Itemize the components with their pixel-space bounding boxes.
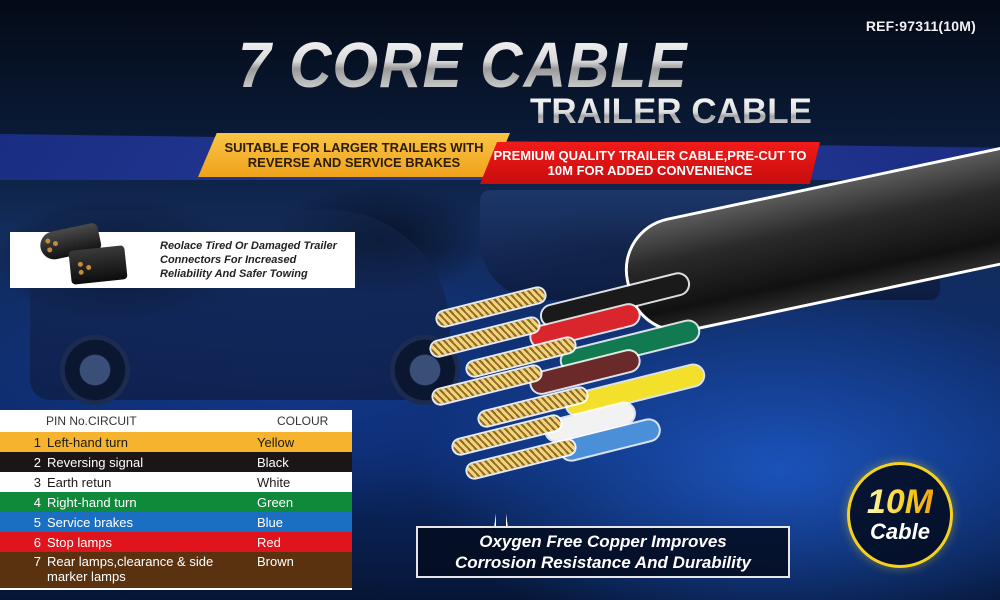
callout-line: Oxygen Free Copper Improves [479,532,727,551]
table-row: 4 Right-hand turn Green [0,492,352,512]
badge-length: 10M [866,483,934,521]
table-row: 3 Earth retun White [0,472,352,492]
feature-banner-red: PREMIUM QUALITY TRAILER CABLE,PRE-CUT TO… [480,142,820,184]
headline-title: 7 CORE CABLE [238,29,688,101]
trailer-connector-icon [10,222,130,288]
callout-pointer [494,482,508,528]
wire-colour: Black [257,454,289,470]
header-colour: COLOUR [277,414,329,428]
wire-colour: Yellow [257,434,295,450]
pin-number: 1 [33,434,41,450]
length-badge: 10M Cable [847,462,953,568]
table-row: 6 Stop lamps Red [0,532,352,552]
pin-number: 5 [33,514,41,530]
badge-label: Cable [870,519,930,544]
banner-line: 10M FOR ADDED CONVENIENCE [547,163,753,178]
pin-wiring-table: PIN No.CIRCUIT COLOUR 1 Left-hand turn Yel… [0,410,352,590]
pin-number: 2 [33,454,41,470]
circuit-name: Service brakes [47,514,133,530]
wire-colour: White [257,474,291,490]
connector-note-box: Reolace Tired Or Damaged Trailer Connect… [10,222,355,288]
wire-colour: Red [257,534,281,550]
reference-code: REF:97311(10M) [865,18,976,34]
circuit-name: Right-hand turn [47,494,137,510]
connector-note-text: Reolace Tired Or Damaged Trailer Connect… [160,240,337,280]
wire-colour: Brown [257,554,294,569]
table-row: 1 Left-hand turn Yellow [0,432,352,452]
pin-number: 4 [33,494,41,510]
table-header: PIN No.CIRCUIT COLOUR [0,410,352,432]
header-pin-circuit: PIN No.CIRCUIT [46,414,137,428]
wire-colour: Green [257,494,294,510]
pin-number: 3 [33,474,41,490]
headline-subtitle: TRAILER CABLE [530,92,812,131]
banner-line: PREMIUM QUALITY TRAILER CABLE,PRE-CUT TO [493,148,807,163]
circuit-name: Rear lamps,clearance & side marker lamps [47,554,214,584]
table-row: 5 Service brakes Blue [0,512,352,532]
banner-line: SUITABLE FOR LARGER TRAILERS WITH [224,140,484,155]
circuit-name: Reversing signal [47,454,144,470]
suv-wheel [60,335,130,405]
circuit-name: Stop lamps [47,534,113,550]
circuit-name: Earth retun [47,474,112,490]
table-row: 2 Reversing signal Black [0,452,352,472]
pin-number: 7 [33,554,41,569]
table-row: 7 Rear lamps,clearance & side marker lamp… [0,552,352,588]
banner-line: REVERSE AND SERVICE BRAKES [247,155,461,170]
circuit-name: Left-hand turn [47,434,128,450]
feature-banner-orange: SUITABLE FOR LARGER TRAILERS WITH REVERS… [198,133,510,177]
wire-colour: Blue [257,514,284,530]
callout-line: Corrosion Resistance And Durability [455,553,751,572]
copper-callout: Oxygen Free Copper Improves Corrosion Re… [416,526,790,578]
socket-icon [68,245,128,285]
pin-number: 6 [33,534,41,550]
